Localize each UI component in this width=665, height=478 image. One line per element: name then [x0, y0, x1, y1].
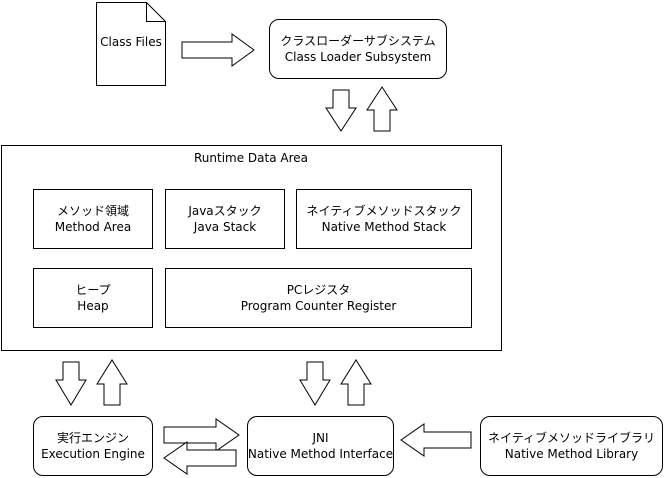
pc-register-box: PCレジスタ Program Counter Register — [165, 268, 472, 328]
method-area-box: メソッド領域 Method Area — [33, 189, 153, 249]
execution-engine-jp-label: 実行エンジン — [56, 431, 129, 445]
execution-engine-en-label: Execution Engine — [41, 447, 145, 461]
native-stack-en-label: Native Method Stack — [321, 220, 447, 234]
native-method-library-box: ネイティブメソッドライブラリ Native Method Library — [480, 416, 663, 476]
arrow-jni-to-engine — [163, 441, 237, 475]
arrow-jni-up — [340, 359, 372, 406]
arrow-loader-up — [366, 86, 398, 132]
arrow-engine-to-jni — [163, 418, 240, 452]
java-stack-box: Javaスタック Java Stack — [165, 189, 285, 249]
jni-box: JNI Native Method Interface — [247, 416, 394, 476]
native-method-stack-box: ネイティブメソッドスタック Native Method Stack — [296, 189, 472, 249]
jni-title-label: JNI — [312, 431, 329, 445]
arrow-engine-down — [55, 361, 87, 406]
java-stack-jp-label: Javaスタック — [188, 204, 262, 218]
native-stack-jp-label: ネイティブメソッドスタック — [306, 204, 462, 218]
arrow-jni-down — [299, 361, 331, 406]
heap-jp-label: ヒープ — [75, 283, 111, 297]
pc-register-jp-label: PCレジスタ — [286, 283, 351, 297]
jni-subtitle-label: Native Method Interface — [247, 447, 394, 461]
class-files-label: Class Files — [100, 35, 162, 49]
arrow-engine-up — [96, 359, 128, 406]
java-stack-en-label: Java Stack — [193, 220, 257, 234]
native-library-en-label: Native Method Library — [504, 447, 639, 461]
execution-engine-box: 実行エンジン Execution Engine — [33, 416, 153, 476]
class-loader-jp-label: クラスローダーサブシステム — [280, 34, 436, 48]
class-files-document-icon — [96, 2, 166, 86]
arrow-classfiles-to-loader — [181, 33, 255, 67]
class-loader-subsystem-box: クラスローダーサブシステム Class Loader Subsystem — [269, 19, 447, 79]
heap-box: ヒープ Heap — [33, 268, 153, 328]
method-area-en-label: Method Area — [54, 220, 132, 234]
arrow-library-to-jni — [400, 423, 472, 457]
arrow-loader-down — [325, 89, 357, 132]
pc-register-en-label: Program Counter Register — [240, 299, 397, 313]
class-loader-en-label: Class Loader Subsystem — [284, 50, 432, 64]
runtime-data-area-title: Runtime Data Area — [193, 151, 309, 165]
heap-en-label: Heap — [77, 299, 109, 313]
native-library-jp-label: ネイティブメソッドライブラリ — [487, 431, 656, 445]
method-area-jp-label: メソッド領域 — [56, 204, 129, 218]
